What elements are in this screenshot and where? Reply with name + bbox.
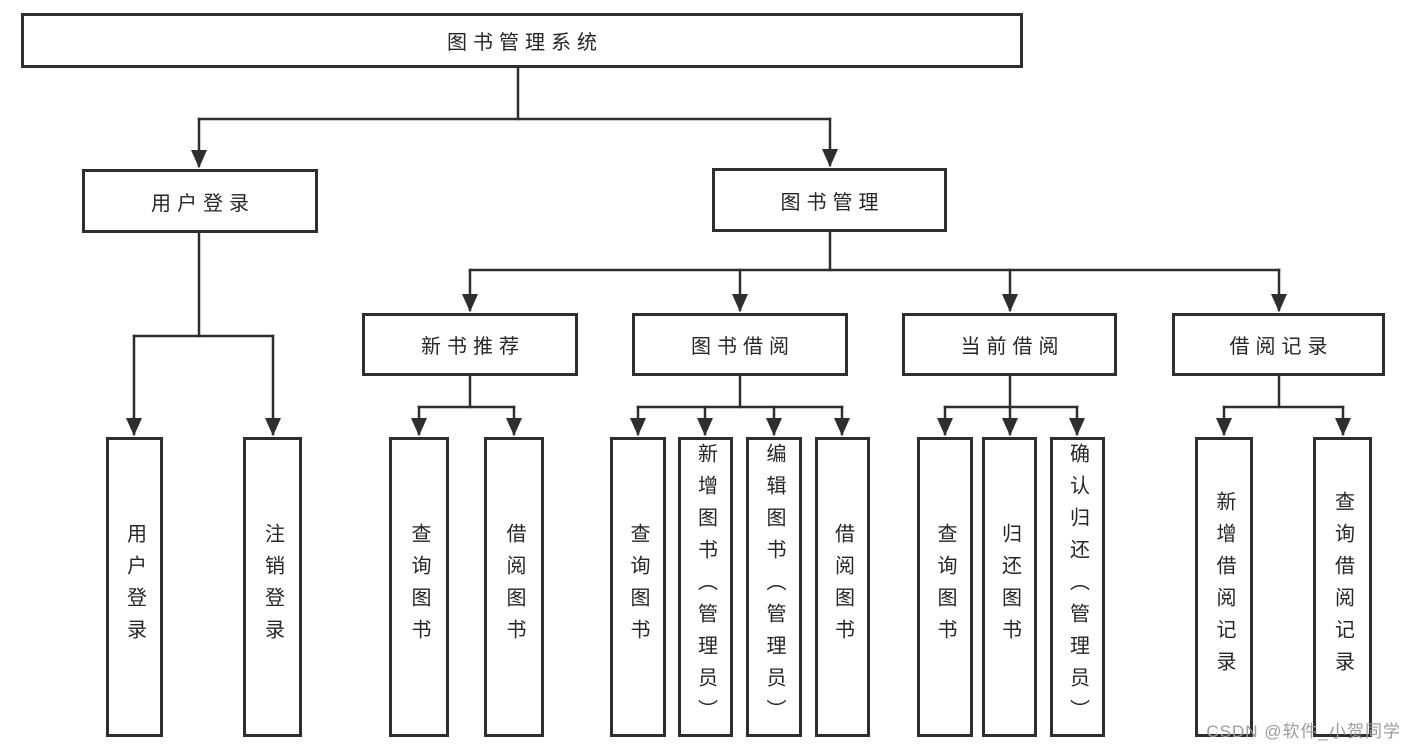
connector-borrowing-to-leaves (630, 374, 850, 436)
leaf-logout: 注销登录 (243, 437, 302, 737)
connector-bookmgmt-to-level3 (462, 230, 1287, 312)
leaf-query-books-newbooks: 查询图书 (389, 437, 449, 737)
leaf-add-borrow-record: 新增借阅记录 (1195, 437, 1253, 737)
leaf-add-book-admin: 新增图书（管理员） (678, 437, 733, 737)
leaf-return-book: 归还图书 (982, 437, 1037, 737)
connector-records-to-leaves (1216, 374, 1351, 436)
leaf-borrow-books-borrowing: 借阅图书 (815, 437, 870, 737)
node-current-borrowing: 当前借阅 (902, 313, 1117, 376)
leaf-confirm-return-admin: 确认归还（管理员） (1050, 437, 1105, 737)
connector-root-to-level2 (191, 66, 838, 168)
node-library-management-system: 图书管理系统 (21, 13, 1023, 68)
leaf-edit-book-admin: 编辑图书（管理员） (746, 437, 802, 737)
node-user-login: 用户登录 (82, 169, 318, 233)
node-book-management: 图书管理 (712, 168, 947, 232)
connector-userlogin-to-leaves (126, 231, 281, 436)
csdn-watermark: CSDN @软件_小贺同学 (1206, 722, 1401, 741)
connector-newbooks-to-leaves (411, 374, 522, 436)
node-borrow-records: 借阅记录 (1172, 313, 1385, 376)
node-book-borrowing: 图书借阅 (632, 313, 848, 376)
leaf-user-login: 用户登录 (106, 437, 163, 737)
leaf-query-books-current: 查询图书 (917, 437, 973, 737)
leaf-query-books-borrowing: 查询图书 (610, 437, 666, 737)
connector-current-to-leaves (937, 374, 1085, 436)
leaf-borrow-books-newbooks: 借阅图书 (484, 437, 544, 737)
node-new-book-recommend: 新书推荐 (362, 313, 578, 376)
leaf-query-borrow-record: 查询借阅记录 (1313, 437, 1372, 737)
